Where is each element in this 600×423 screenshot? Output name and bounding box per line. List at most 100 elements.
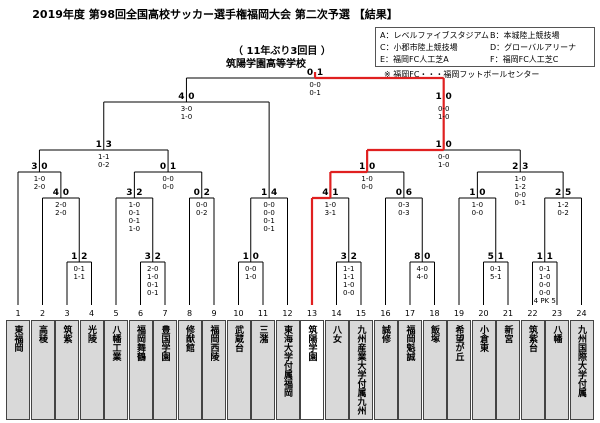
team-11: 三潴 xyxy=(251,320,275,420)
team-number: 10 xyxy=(233,309,243,318)
half-score: 0-1 xyxy=(263,217,274,225)
team-name: 修猷館 xyxy=(184,325,194,352)
score-left: 3 xyxy=(341,252,347,262)
half-score: 0-2 xyxy=(98,161,109,169)
half-score: 0-1 xyxy=(74,265,85,273)
half-score: 1-0 xyxy=(34,175,45,183)
score-right: 0 xyxy=(188,92,194,102)
score-left: 8 xyxy=(414,252,420,262)
half-score: 1-0 xyxy=(343,281,354,289)
score-right: 0 xyxy=(446,140,452,150)
team-14: 八女 xyxy=(324,320,349,420)
score-right: 0 xyxy=(253,252,259,262)
team-name: 東福岡 xyxy=(12,325,23,352)
half-score: 0-0 xyxy=(438,153,449,161)
team-8: 修猷館 xyxy=(177,320,202,420)
venue-b: B：本城陸上競技場 xyxy=(490,31,560,40)
half-score: 0-0 xyxy=(539,289,550,297)
half-score: 2-0 xyxy=(147,265,158,273)
team-name: 福岡西陵 xyxy=(208,325,219,361)
half-score: 1-0 xyxy=(438,113,449,121)
score-left: 3 xyxy=(145,252,151,262)
score-left: 0 xyxy=(160,162,166,172)
half-score: 0-0 xyxy=(309,81,320,89)
team-name: 福岡魁誠 xyxy=(404,325,415,361)
half-score: 1-0 xyxy=(515,175,526,183)
score-left: 1 xyxy=(537,252,543,262)
team-name: 筑紫 xyxy=(61,325,72,343)
team-number: 3 xyxy=(64,309,69,318)
team-number: 12 xyxy=(282,309,292,318)
team-name: 武蔵台 xyxy=(233,325,243,352)
score-right: 0 xyxy=(446,92,452,102)
half-score: 1-0 xyxy=(129,225,140,233)
score-right: 0 xyxy=(479,188,485,198)
score-left: 1 xyxy=(436,92,442,102)
half-score: 1-1 xyxy=(343,273,354,281)
team-name: 筑陽学園 xyxy=(306,325,317,361)
team-23: 八幡 xyxy=(545,320,569,420)
team-21: 新宮 xyxy=(496,320,520,420)
champion-name: 筑陽学園高等学校 xyxy=(226,59,306,70)
team-name: 小倉東 xyxy=(478,325,488,352)
score-left: 4 xyxy=(322,188,328,198)
venue-a: A：レベルファイブスタジアム xyxy=(380,31,489,40)
half-score: 1-0 xyxy=(472,201,483,209)
team-15: 九州産業大学付属九州 xyxy=(349,320,373,420)
half-score: 0-1 xyxy=(515,199,526,207)
team-13: 筑陽学園 xyxy=(300,320,324,420)
team-number: 7 xyxy=(162,309,167,318)
score-left: 1 xyxy=(243,252,249,262)
half-score: 5-1 xyxy=(490,273,501,281)
team-number: 21 xyxy=(503,309,513,318)
half-score: 0-1 xyxy=(490,265,501,273)
team-number: 14 xyxy=(331,309,341,318)
score-right: 2 xyxy=(351,252,357,262)
score-right: 6 xyxy=(406,188,412,198)
champion-note: （ 11年ぶり3回目 ） xyxy=(233,46,331,57)
half-score: 4-0 xyxy=(417,273,428,281)
half-score: 0-2 xyxy=(557,209,568,217)
score-left: 3 xyxy=(31,162,37,172)
team-name: 東海大学付属福岡 xyxy=(282,325,292,397)
half-score: 0-1 xyxy=(309,89,320,97)
team-number: 17 xyxy=(405,309,415,318)
score-right: 3 xyxy=(106,140,112,150)
venue-c: C：小郡市陸上競技場 xyxy=(380,43,458,52)
team-number: 1 xyxy=(15,309,20,318)
team-name: 福岡舞鶴 xyxy=(135,325,145,361)
score-right: 2 xyxy=(136,188,142,198)
half-score: 0-0 xyxy=(438,105,449,113)
half-score: 0-1 xyxy=(147,289,158,297)
team-name: 飯塚 xyxy=(429,325,439,343)
score-left: 0 xyxy=(194,188,200,198)
score-left: 1 xyxy=(359,162,365,172)
half-score: 1-0 xyxy=(147,273,158,281)
team-number: 18 xyxy=(429,309,439,318)
score-right: 0 xyxy=(41,162,47,172)
team-number: 8 xyxy=(187,309,192,318)
team-name: 九州産業大学付属九州 xyxy=(355,325,366,415)
half-score: 1-0 xyxy=(245,273,256,281)
team-number: 9 xyxy=(211,309,216,318)
team-6: 福岡舞鶴 xyxy=(128,320,153,420)
half-score: 1-0 xyxy=(361,175,372,183)
team-name: 豊国学園 xyxy=(159,325,170,361)
score-left: 5 xyxy=(488,252,494,262)
half-score: 2-0 xyxy=(34,183,45,191)
venue-legend: A：レベルファイブスタジアム B：本城陸上競技場 C：小郡市陸上競技場 D：グロ… xyxy=(375,27,595,67)
half-score: 0-0 xyxy=(263,209,274,217)
score-right: 1 xyxy=(317,68,323,78)
team-24: 九州国際大学付属 xyxy=(569,320,594,420)
venue-e: E：福岡FC人工芝A xyxy=(380,55,449,64)
half-score: 4-0 xyxy=(417,265,428,273)
score-left: 2 xyxy=(512,162,518,172)
half-score: 1-1 xyxy=(343,265,354,273)
team-7: 豊国学園 xyxy=(153,320,177,420)
team-name: 高稜 xyxy=(37,325,47,343)
score-right: 2 xyxy=(81,252,87,262)
score-left: 1 xyxy=(71,252,77,262)
half-score: 1-0 xyxy=(325,201,336,209)
half-score: 2-0 xyxy=(55,201,66,209)
team-16: 誠修 xyxy=(373,320,398,420)
